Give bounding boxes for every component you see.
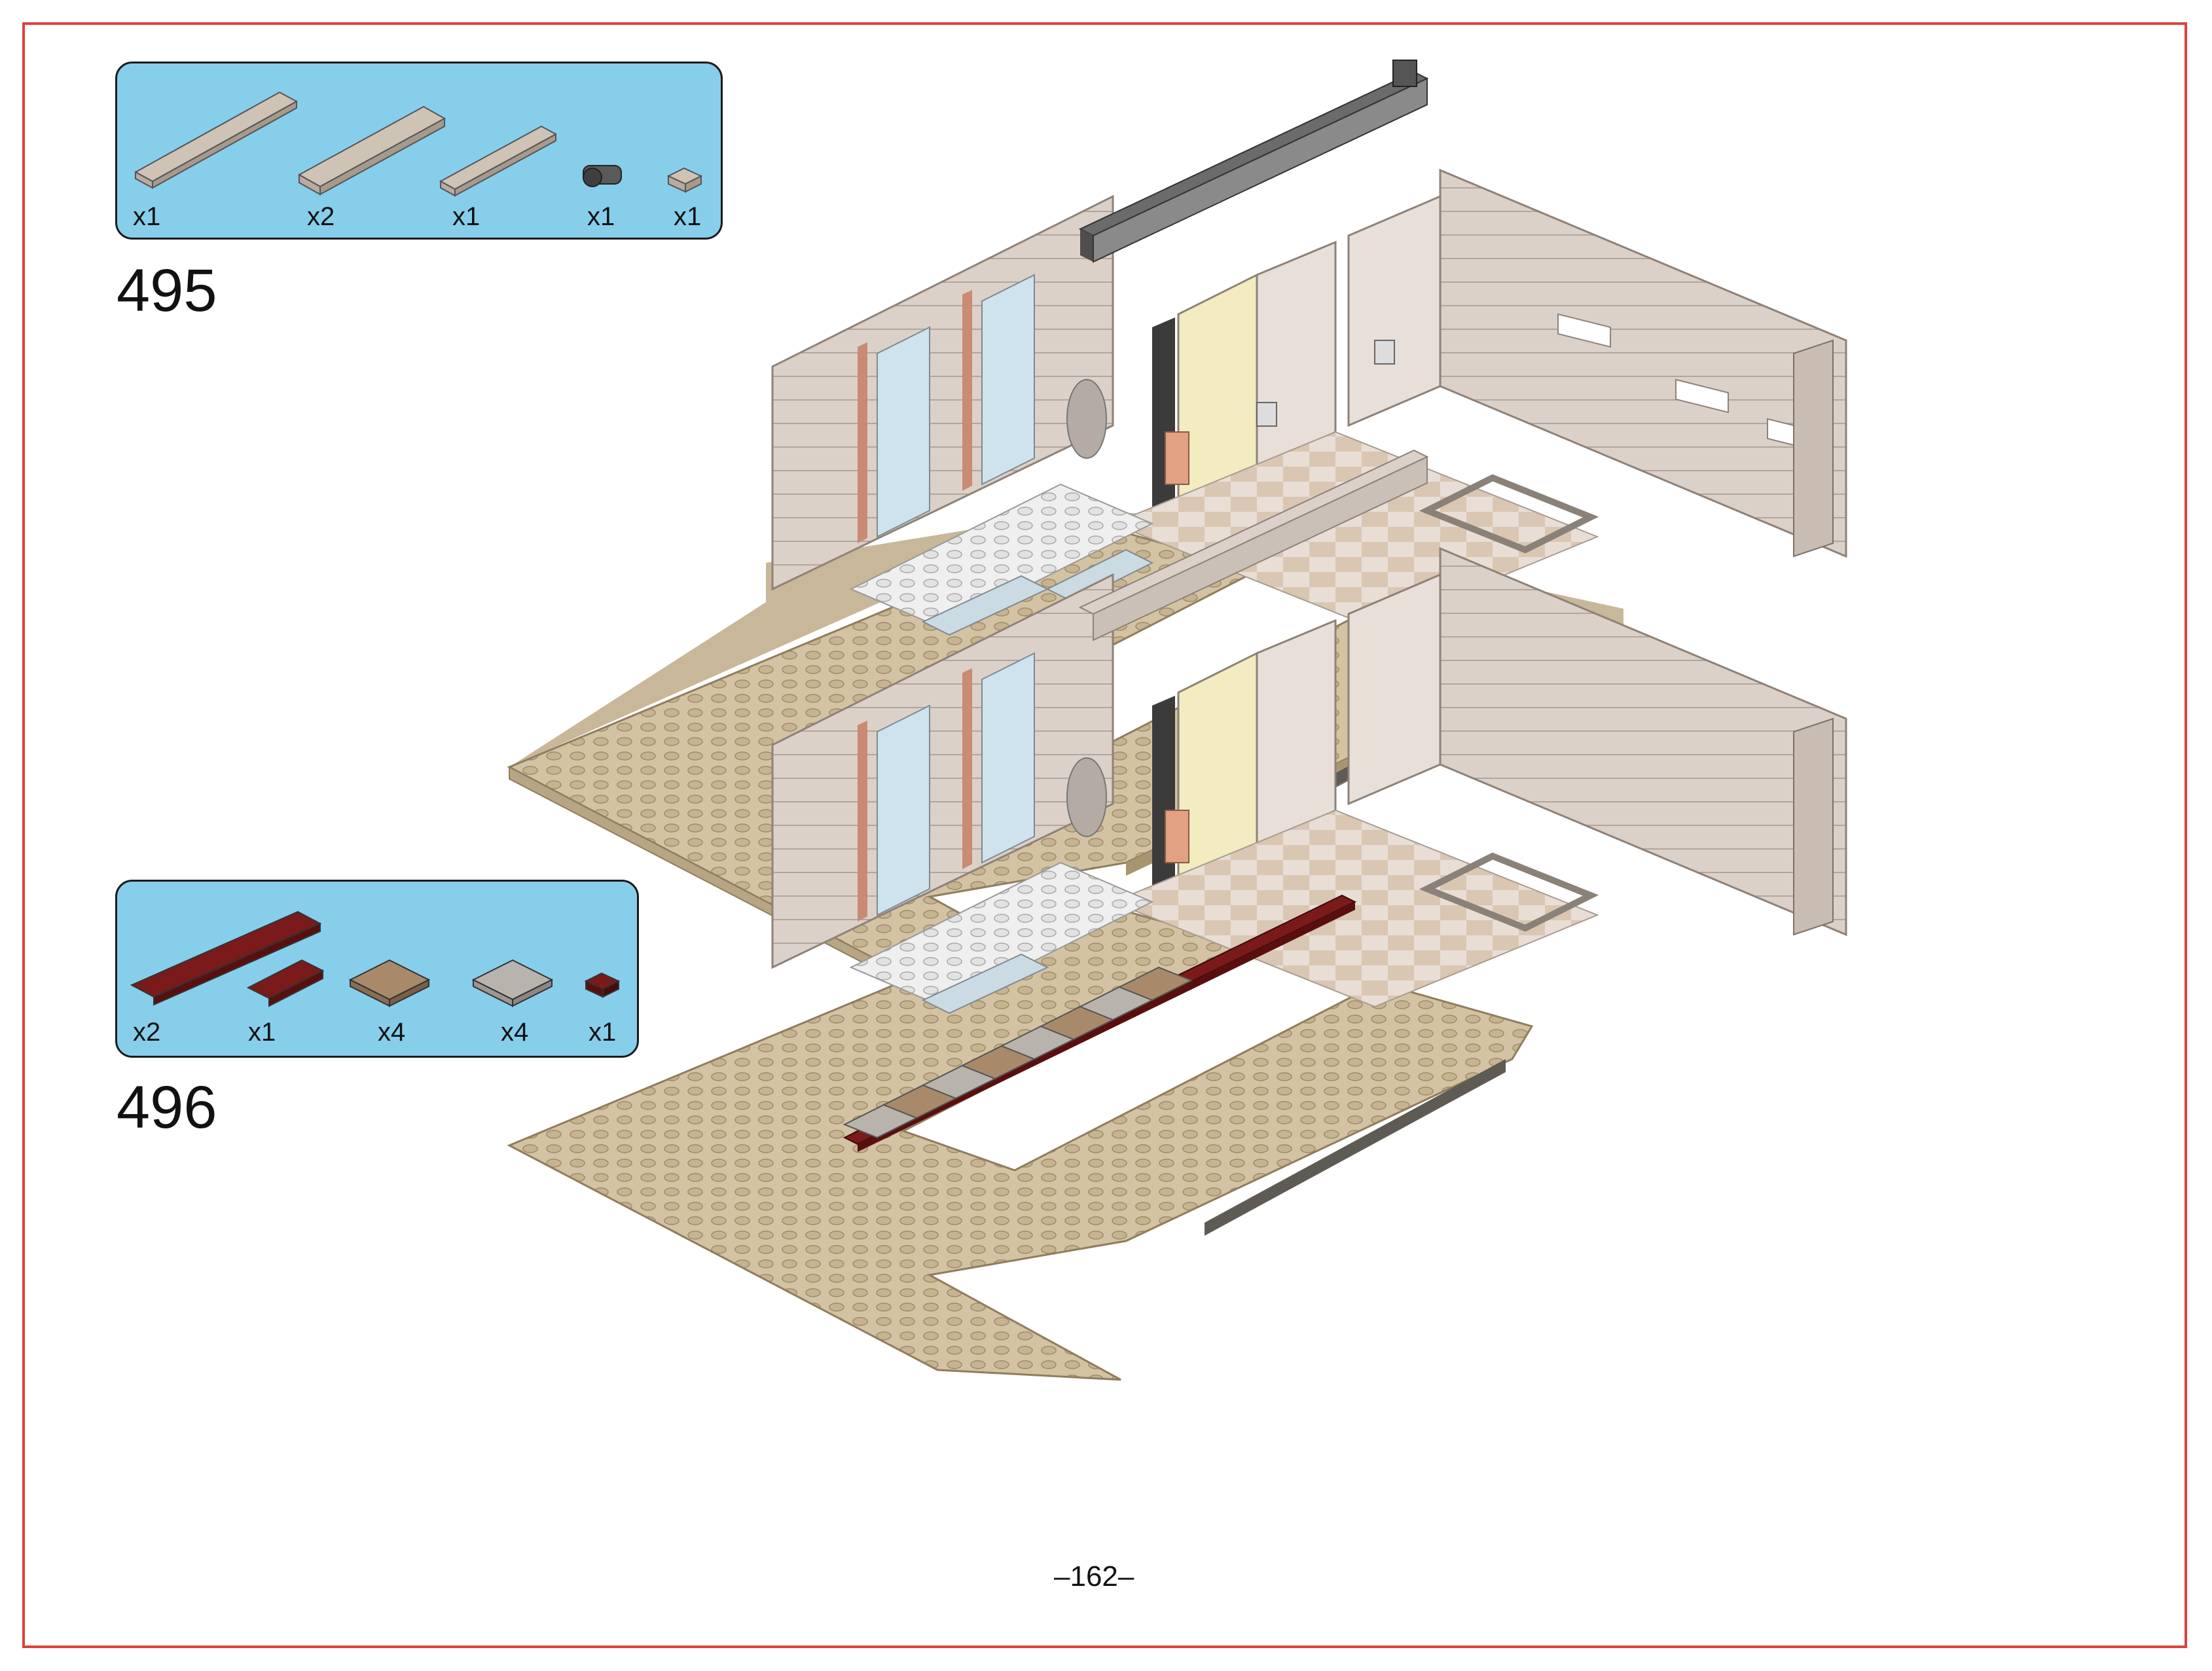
page-number: –162– (1054, 1560, 1134, 1592)
step-number-495: 495 (117, 257, 217, 324)
step-number-496: 496 (117, 1074, 217, 1141)
part-qty: x4 (501, 1018, 529, 1047)
part-qty: x1 (587, 202, 615, 231)
dark-gray-clip-icon (583, 165, 622, 187)
dark-red-plate-1x3-icon (246, 959, 325, 1007)
part-qty: x1 (248, 1018, 276, 1047)
part-qty: x1 (452, 202, 480, 231)
part-qty: x1 (674, 202, 702, 231)
model-step-496 (507, 449, 1847, 1381)
light-gray-tile-2x2-icon (471, 959, 554, 1007)
light-gray-plate-1x1-icon (666, 167, 703, 193)
light-gray-rail-plate-1x8-icon (297, 105, 446, 196)
dark-red-plate-1x8-icon (130, 910, 322, 1006)
page-border (22, 22, 2187, 1648)
parts-box-step-495: x1 x2 x1 x1 x1 (115, 62, 723, 240)
part-qty: x1 (589, 1018, 617, 1047)
part-qty: x4 (378, 1018, 406, 1047)
light-gray-plate-1x6-icon (439, 125, 558, 197)
added-tiles (843, 966, 1193, 1139)
light-gray-plate-1x10-icon (134, 91, 299, 189)
part-qty: x2 (307, 202, 335, 231)
part-qty: x1 (133, 202, 161, 231)
dark-tan-tile-2x2-icon (348, 959, 431, 1007)
dark-red-plate-1x1-icon (584, 972, 621, 998)
parts-box-step-496: x2 x1 x4 x4 x1 (115, 880, 639, 1058)
part-qty: x2 (133, 1018, 161, 1047)
